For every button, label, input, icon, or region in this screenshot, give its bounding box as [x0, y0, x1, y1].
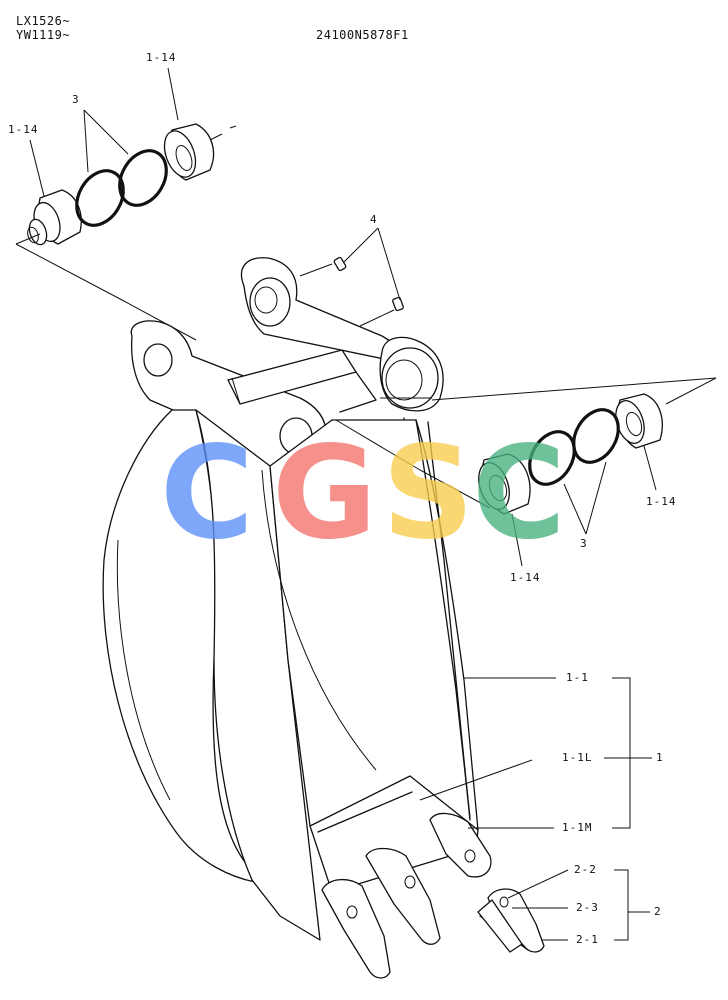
- oring-right-2: [528, 430, 576, 486]
- loose-tooth: [477, 888, 545, 953]
- pin-axis-right-tick: [665, 377, 717, 405]
- grease-fitting-2: [392, 296, 404, 312]
- bucket-teeth: [321, 812, 492, 979]
- callout-bucket-body-lower: 1-1L: [562, 751, 593, 764]
- leader-pin-left: [29, 139, 45, 197]
- oring-right-1: [572, 408, 620, 464]
- bucket-shell: [102, 409, 479, 941]
- part-number: 24100N5878F1: [316, 28, 409, 42]
- callout-tooth-assembly: 2: [654, 905, 662, 918]
- leader-oring-right-a: [563, 483, 587, 535]
- leader-pin-left-top: [167, 67, 179, 121]
- bracket-tooth-assembly: [614, 869, 629, 941]
- model-line-1: LX1526~: [16, 14, 71, 28]
- bushing-pin-right-top: [615, 393, 663, 449]
- bracket-bucket-assembly: [612, 677, 631, 829]
- callout-oring-right: 3: [580, 537, 588, 550]
- callout-grease-fitting: 4: [370, 213, 378, 226]
- callout-tooth-lock: 2-3: [576, 901, 599, 914]
- callout-tooth-pin: 2-2: [574, 863, 597, 876]
- oring-left-1: [75, 169, 125, 227]
- callout-pin-left-top: 1-14: [146, 51, 177, 64]
- model-line-2: YW1119~: [16, 28, 71, 42]
- leader-pin-right-top: [643, 445, 657, 491]
- adapter-tooth-middle: [365, 847, 441, 945]
- callout-pin-left: 1-14: [8, 123, 39, 136]
- callout-adapter: 1-1M: [562, 821, 593, 834]
- oring-left-2: [118, 149, 168, 207]
- bushing-pin-left-top: [163, 123, 223, 181]
- leader-fitting-a: [343, 227, 379, 263]
- adapter-tooth-left: [321, 879, 391, 979]
- pin-axis-right: [335, 419, 491, 509]
- bushing-pin-right: [478, 453, 531, 515]
- callout-tooth-point: 2-1: [576, 933, 599, 946]
- adapter-tooth-right: [429, 812, 492, 878]
- pin-axis-right-top: [431, 377, 717, 401]
- callout-pin-right: 1-14: [510, 571, 541, 584]
- leader-pin-right: [511, 513, 523, 567]
- grease-fitting-1: [333, 256, 347, 272]
- callout-bucket-body: 1-1: [566, 671, 589, 684]
- bushing-pin-left: [27, 189, 82, 246]
- leader-fitting-b: [377, 227, 401, 301]
- callout-bucket-assembly: 1: [656, 751, 664, 764]
- bucket-bracket: [130, 256, 444, 467]
- callout-oring-left: 3: [72, 93, 80, 106]
- pin-axis-left-tick: [15, 233, 41, 245]
- leader-oring-left-b: [83, 109, 129, 155]
- leader-bucket-body-lower: [419, 759, 533, 801]
- left-pin-group: [27, 123, 237, 246]
- callout-pin-right-top: 1-14: [646, 495, 677, 508]
- leader-oring-left-a: [83, 109, 89, 173]
- leader-tooth-pin: [507, 869, 569, 899]
- leader-oring-right-b: [585, 461, 607, 535]
